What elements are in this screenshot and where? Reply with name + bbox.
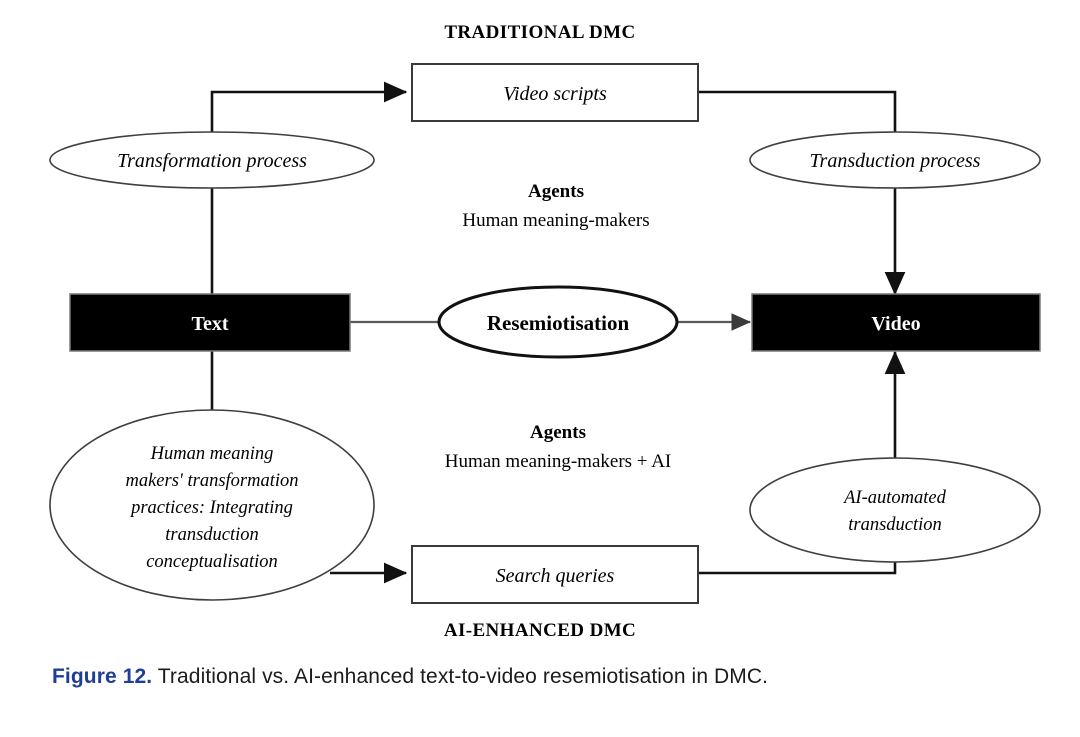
figure-caption: Figure 12. Traditional vs. AI-enhanced t… — [52, 665, 1052, 689]
box-video-scripts[interactable]: Video scripts — [411, 63, 699, 122]
figure-caption-text: Traditional vs. AI-enhanced text-to-vide… — [157, 665, 769, 688]
box-video-scripts-label: Video scripts — [503, 83, 607, 105]
connector-text-to-video-scripts — [210, 81, 408, 294]
ellipse-transformation-process-label: Transformation process — [117, 150, 307, 172]
diagram-canvas: TRADITIONAL DMC AI-ENHANCED DMC Video sc… — [49, 22, 1041, 641]
agents-bottom-title: Agents — [530, 422, 586, 443]
heading-ai-enhanced-dmc: AI-ENHANCED DMC — [444, 620, 636, 641]
ellipse-transduction-process-label: Transduction process — [810, 150, 981, 172]
agents-bottom-detail: Human meaning-makers + AI — [445, 451, 672, 472]
agents-bottom-group: Agents Human meaning-makers + AI — [445, 422, 672, 472]
box-video[interactable]: Video — [751, 293, 1041, 352]
agents-top-detail: Human meaning-makers — [462, 210, 649, 231]
ellipse-transformation-process[interactable]: Transformation process — [49, 131, 375, 189]
connector-video-scripts-to-video — [698, 90, 906, 296]
ellipse-ai-transduction-line-2: transduction — [848, 515, 942, 535]
connector-search-queries-to-video — [698, 350, 906, 575]
ellipse-hmm-line-4: transduction — [165, 525, 259, 545]
ellipse-resemiotisation-label: Resemiotisation — [487, 311, 630, 335]
box-search-queries-label: Search queries — [496, 565, 615, 587]
ellipse-ai-automated-transduction[interactable]: AI-automated transduction — [749, 457, 1041, 563]
ellipse-hmm-line-3: practices: Integrating — [129, 498, 293, 518]
agents-top-group: Agents Human meaning-makers — [462, 181, 649, 231]
ellipse-hmm-line-1: Human meaning — [150, 444, 274, 464]
agents-top-title: Agents — [528, 181, 584, 202]
ellipse-resemiotisation[interactable]: Resemiotisation — [437, 285, 679, 359]
heading-traditional-dmc: TRADITIONAL DMC — [444, 22, 635, 43]
ellipse-transduction-process[interactable]: Transduction process — [749, 131, 1041, 189]
ellipse-human-meaning-makers-transformation[interactable]: Human meaning makers' transformation pra… — [49, 409, 375, 601]
box-text[interactable]: Text — [69, 293, 351, 352]
box-search-queries[interactable]: Search queries — [411, 545, 699, 604]
ellipse-ai-transduction-line-1: AI-automated — [842, 488, 946, 508]
ellipse-hmm-line-2: makers' transformation — [125, 471, 298, 491]
box-text-label: Text — [191, 313, 228, 335]
figure-number: Figure 12. — [52, 665, 153, 688]
box-video-label: Video — [871, 313, 920, 335]
ellipse-hmm-line-5: conceptualisation — [146, 552, 278, 572]
